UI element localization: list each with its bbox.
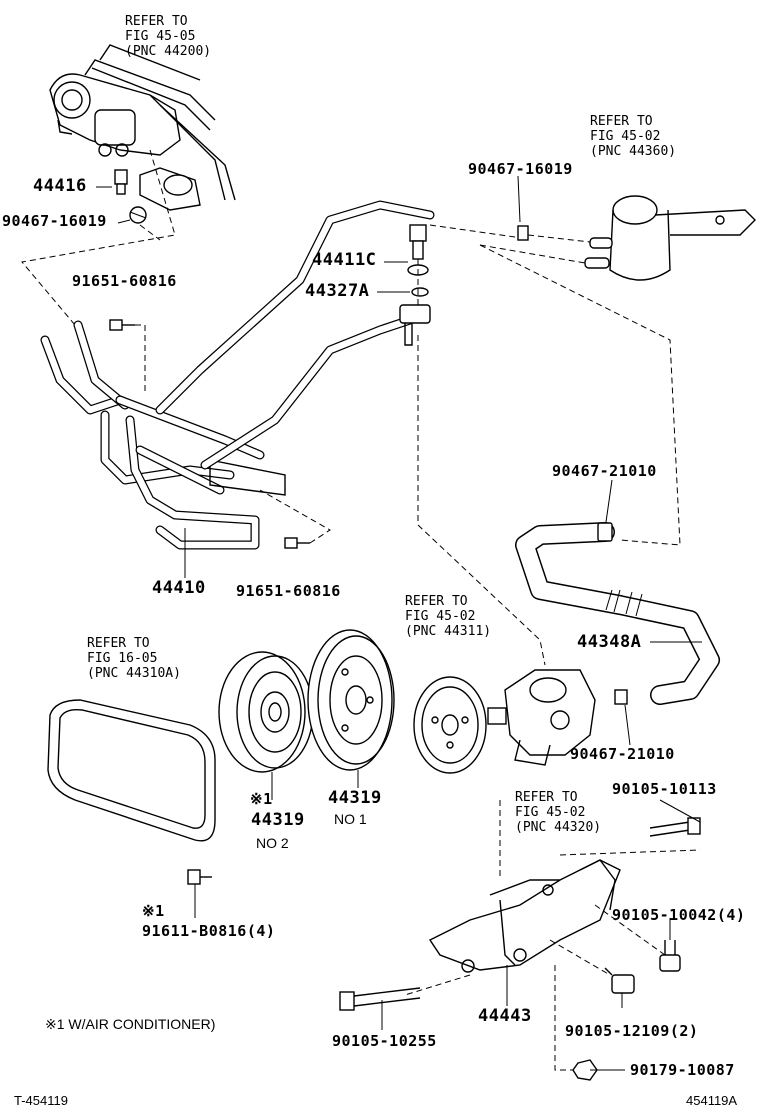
- part-44410: 44410: [152, 578, 206, 598]
- part-bolt-90105-10113: 90105-10113: [612, 780, 717, 798]
- vane-pump-illustration: [487, 669, 596, 766]
- footnote: ※1 W/AIR CONDITIONER): [45, 1016, 216, 1032]
- pump-pulley-illustration: [413, 676, 487, 774]
- part-clip-gear: 90467-16019: [2, 212, 107, 230]
- part-clip-reservoir: 90467-16019: [468, 160, 573, 178]
- footer-right-code: 454119A: [686, 1093, 738, 1108]
- part-pulley-no2-sub: NO 2: [256, 835, 289, 851]
- part-clip-hose-top: 90467-21010: [552, 462, 657, 480]
- part-clip-hose-bottom: 90467-21010: [570, 745, 675, 763]
- bracket-illustration: [428, 859, 621, 973]
- part-pulley-no1-sub: NO 1: [334, 811, 367, 827]
- part-bolt-lower: 91651-60816: [236, 582, 341, 600]
- part-44411c: 44411C: [312, 250, 377, 270]
- part-44416: 44416: [33, 176, 87, 196]
- part-pulley-no2: 44319: [251, 810, 305, 830]
- part-44348a: 44348A: [577, 632, 642, 652]
- pulley-no2-illustration: [218, 651, 314, 773]
- steering-gear-illustration: [49, 44, 236, 224]
- part-nut: 90179-10087: [630, 1061, 735, 1079]
- part-bracket: 44443: [478, 1006, 532, 1026]
- ref-v-belt: REFER TO FIG 16-05 (PNC 44310A): [87, 636, 181, 681]
- reservoir-illustration: [584, 195, 756, 281]
- part-pulley-no1: 44319: [328, 788, 382, 808]
- ref-reservoir: REFER TO FIG 45-02 (PNC 44360): [590, 114, 677, 159]
- ref-pump-pulley: REFER TO FIG 45-02 (PNC 44311): [405, 594, 492, 639]
- footer-left-code: T-454119: [14, 1093, 68, 1108]
- part-bolt-90105-10042: 90105-10042(4): [612, 906, 746, 924]
- pulley-no1-illustration: [307, 629, 395, 771]
- part-bolt-90105-10255: 90105-10255: [332, 1032, 437, 1050]
- part-bolt-pulley: 91611-B0816(4): [142, 922, 276, 940]
- ref-vane-pump: REFER TO FIG 45-02 (PNC 44320): [515, 790, 602, 835]
- ref-steering-gear: REFER TO FIG 45-05 (PNC 44200): [125, 14, 212, 59]
- part-44327a: 44327A: [305, 281, 370, 301]
- part-bolt-upper: 91651-60816: [72, 272, 177, 290]
- v-belt-illustration: [47, 699, 216, 842]
- part-bolt-pulley-mark: ※1: [142, 902, 165, 920]
- part-bolt-90105-12109: 90105-12109(2): [565, 1022, 699, 1040]
- part-pulley-no2-mark: ※1: [250, 790, 273, 808]
